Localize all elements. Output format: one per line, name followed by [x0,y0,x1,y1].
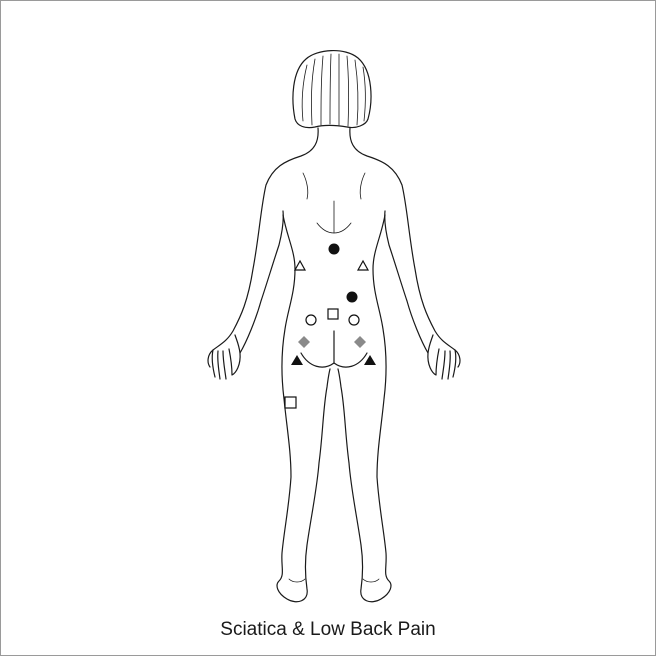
point-triangle-filled-left [291,355,303,365]
point-diamond-gray-right [354,336,366,348]
point-triangle-open-left [295,261,305,270]
pain-markers [285,244,376,409]
point-square-open-center [328,309,338,319]
head-hair [293,51,371,128]
body-outline [208,128,460,602]
point-triangle-filled-right [364,355,376,365]
point-circle-filled-upper [329,244,340,255]
point-circle-open-right [349,315,359,325]
point-square-open-thigh [285,397,296,408]
point-triangle-open-right [358,261,368,270]
point-circle-filled-lower [347,292,358,303]
figure-caption: Sciatica & Low Back Pain [1,619,655,641]
point-diamond-gray-left [298,336,310,348]
point-circle-open-left [306,315,316,325]
